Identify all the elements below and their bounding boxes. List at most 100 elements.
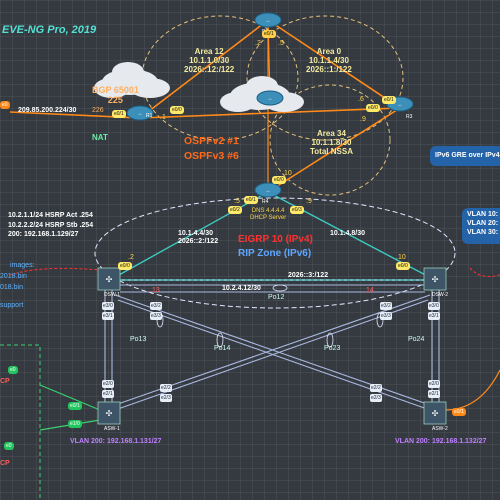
asw1-port-e01: e0/1 [68,402,82,410]
router-r2-icon[interactable]: ↔ [254,12,282,28]
left-port-2: e0 [4,442,14,450]
r1-ext-addr: 226 [92,107,104,114]
r4-addr-5: .5 [234,198,240,205]
hsrp-pointer-left [9,267,101,276]
r3-addr-9: .9 [360,116,366,123]
nat-label: NAT [92,133,108,142]
switch-asw2-label: ASW-2 [432,426,448,432]
dsw2-port-e00: e0/0 [396,262,410,270]
switch-asw2-icon[interactable]: ✣ [423,401,447,425]
svg-text:✣: ✣ [432,275,439,284]
rip-label: RIP Zone (IPv6) [238,248,312,259]
asw2-port-e20: e2/0 [428,380,440,388]
r4-addr-10: .10 [282,170,292,177]
area34-boundary [269,84,391,196]
area0-boundary [246,15,404,141]
left-site-boundary [0,344,41,500]
ipv6-gre-note: IPv6 GRE over IPv4 [430,146,500,166]
isp-network-label: 209.85.200.224/30 [18,107,77,114]
switch-dsw2-label: DSW-2 [432,292,449,298]
switch-dsw1-label: DSW-1 [104,292,121,298]
r4-addr-9: .9 [306,198,312,205]
link-r1-r3 [139,107,401,119]
link-asw2-right [444,369,500,411]
po23-label: Po23 [324,345,341,352]
svg-text:✣: ✣ [106,275,113,284]
dsw2-port-e30: e3/0 [428,302,440,310]
left-port-1: e0 [8,366,18,374]
link-r3-r4 [267,107,401,193]
link-dsw-ipv6-label: 2026::3:/122 [288,272,329,279]
po24-label: Po24 [408,336,425,343]
r4-port-e03: e0/3 [290,206,304,214]
left-note-bin2: 018.bin [0,284,23,291]
asw2-port-e21: e2/1 [428,390,440,398]
po12-label: Po12 [268,294,285,301]
po14-label: Po14 [214,345,231,352]
vlan-pointer-right [469,267,500,277]
router-r1-icon[interactable]: ↔ [126,105,154,121]
dsw1-port-e33: e3/3 [150,312,162,320]
dsw2-addr-10: .10 [396,254,406,261]
svg-text:↔: ↔ [398,102,403,108]
cloud-icon [94,62,170,98]
dsw1-port-e31: e3/1 [102,312,114,320]
svg-text:✣: ✣ [432,409,439,418]
dsw2-port-e32: e3/2 [380,302,392,310]
vlan-info-box: VLAN 10:VLAN 20:VLAN 30: [462,208,500,244]
switch-dsw1-icon[interactable]: ✣ [97,267,121,291]
asw1-port-e21: e2/1 [102,390,114,398]
dsw2-port-e33: e3/3 [380,312,392,320]
switch-dsw2-icon[interactable]: ✣ [423,267,447,291]
r2-addr-left: .2 [255,40,261,47]
r1-port-e01: e0/1 [112,110,126,118]
r3-port-e00: e0/0 [366,104,380,112]
asw1-vlan200-label: VLAN 200: 192.168.1.131/27 [70,438,162,445]
eigrp-zone-boundary [94,197,456,309]
asw1-port-e23: e2/3 [160,394,172,402]
svg-text:↔: ↔ [268,96,273,102]
asw1-port-e10: e1/0 [68,420,82,428]
asw2-port-e01: e0/1 [452,408,466,416]
dsw1-port-e32: e3/2 [150,302,162,310]
left-cut-label-1: CP [0,378,10,385]
link-r2-r1 [139,19,269,119]
switch-asw1-icon[interactable]: ✣ [97,401,121,425]
page-title: EVE-NG Pro, 2019 [2,24,97,36]
router-r4-icon[interactable]: ↔ [254,182,282,198]
link-r4-dsw2-label: 10.1.4.8/30 [330,230,366,237]
left-note-support: support [0,302,24,309]
r2-port-e01: e0/1 [262,30,276,38]
left-note-bin1: 2018.bin [0,273,27,280]
svg-text:↔: ↔ [266,18,271,24]
link-r2-r3 [267,19,401,109]
left-cut-label-2: CP [0,460,10,467]
r3-addr-6: .6 [358,96,364,103]
asw2-port-e23: e2/3 [370,394,382,402]
po13-label: Po13 [130,336,147,343]
r1-port-e00: e0/0 [170,106,184,114]
svg-text:↔: ↔ [138,111,143,117]
r4-port-e02: e0/2 [228,206,242,214]
router-r4-label: R4 [262,199,269,205]
dsw1-port-e30: e3/0 [102,302,114,310]
svg-text:✣: ✣ [106,409,113,418]
router-core-icon[interactable]: ↔ [256,90,284,106]
switch-asw1-label: ASW-1 [104,426,120,432]
svg-text:↔: ↔ [266,188,271,194]
asw1-port-e20: e2/0 [102,380,114,388]
asw2-port-e22: e2/2 [370,384,382,392]
r3-port-e01: e0/1 [382,96,396,104]
dsw1-addr-2: .2 [128,254,134,261]
dsw2-port-e31: e3/1 [428,312,440,320]
r1-addr-dot1: .1 [160,114,166,121]
r2-addr-mid: .5 [278,40,284,47]
dsw2-addr-14: .14 [364,287,374,294]
link-left-asw1-a [39,384,101,411]
